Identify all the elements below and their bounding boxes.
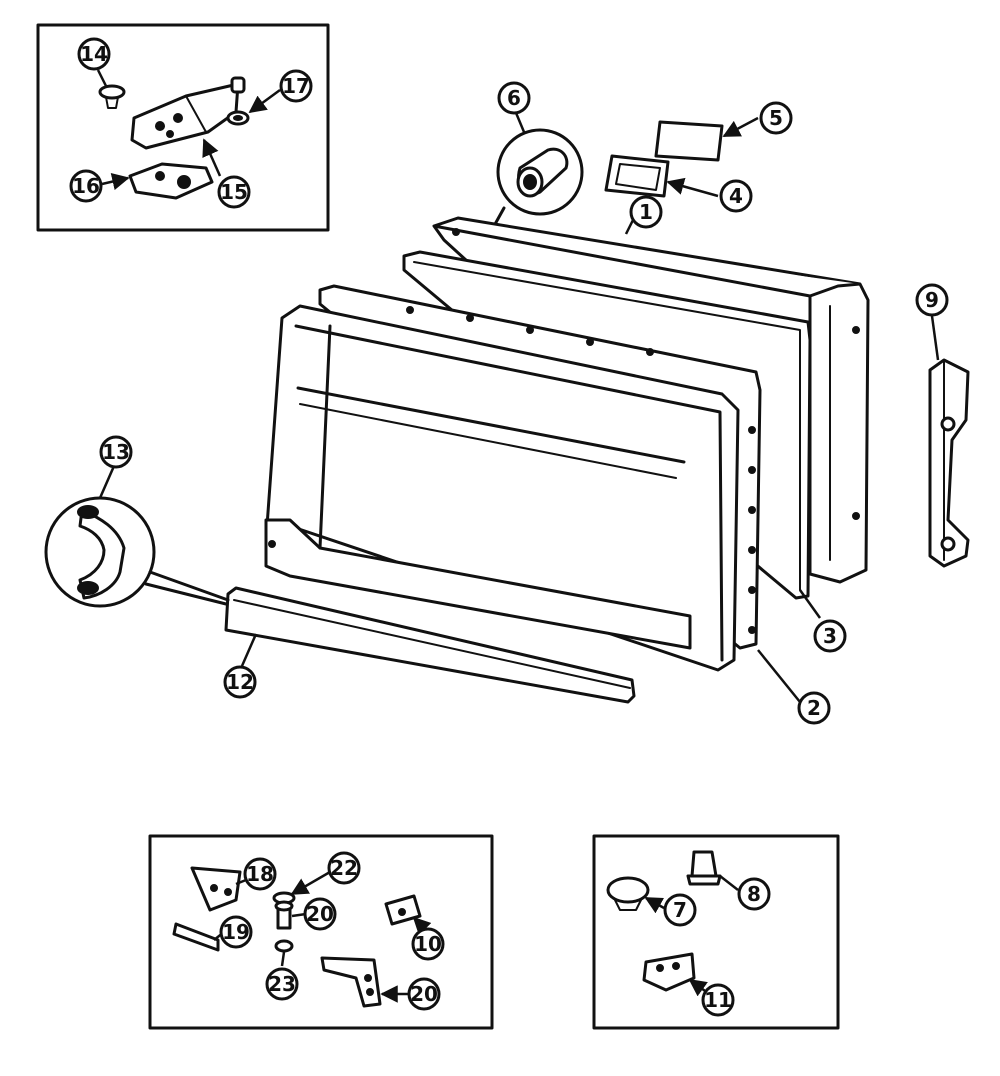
callout-7: 7	[663, 893, 697, 927]
part-lens-4	[604, 154, 719, 198]
callout-8: 8	[737, 877, 771, 911]
callout-1: 1	[629, 195, 663, 229]
part-plug-7	[606, 876, 650, 911]
callout-17: 17	[279, 69, 313, 103]
part-hinge-15	[130, 76, 246, 150]
svg-text:19: 19	[222, 920, 250, 944]
part-screw-14	[98, 84, 126, 109]
part-hinge-20b	[320, 956, 382, 1008]
part-shelf-end-13	[44, 465, 230, 608]
callout-18: 18	[243, 857, 277, 891]
svg-text:1: 1	[639, 200, 653, 224]
svg-text:16: 16	[72, 174, 100, 198]
part-cam-6	[492, 107, 584, 228]
part-cover-11	[642, 952, 696, 992]
callout-3: 3	[813, 619, 847, 653]
part-washer-17	[226, 110, 250, 126]
callout-10: 10	[411, 927, 445, 961]
part-cover-5	[654, 116, 759, 162]
callout-6: 6	[497, 81, 531, 115]
svg-text:20: 20	[410, 982, 438, 1006]
svg-text:2: 2	[807, 696, 821, 720]
callout-9: 9	[915, 283, 949, 317]
callout-20b: 20	[407, 977, 441, 1011]
svg-text:9: 9	[925, 288, 939, 312]
callout-19: 19	[219, 915, 253, 949]
part-bracket-10	[384, 894, 422, 926]
svg-text:15: 15	[220, 180, 248, 204]
svg-text:22: 22	[330, 856, 358, 880]
inset-bottom-left	[148, 834, 494, 1030]
part-clip-19	[172, 922, 220, 952]
door-liner-tub	[264, 304, 740, 672]
part-bracket-18	[190, 866, 242, 912]
svg-text:8: 8	[747, 882, 761, 906]
svg-text:10: 10	[414, 932, 442, 956]
svg-text:13: 13	[102, 440, 130, 464]
part-handle-9	[928, 315, 970, 568]
inset-top-hinge	[36, 23, 330, 232]
svg-text:7: 7	[673, 898, 687, 922]
svg-text:18: 18	[246, 862, 274, 886]
callout-13: 13	[99, 435, 133, 469]
svg-text:20: 20	[306, 902, 334, 926]
callout-20a: 20	[303, 897, 337, 931]
svg-text:12: 12	[226, 670, 254, 694]
callout-12: 12	[223, 665, 257, 699]
callout-5: 5	[759, 101, 793, 135]
part-shelf-bar-12	[224, 586, 636, 704]
svg-text:11: 11	[704, 988, 732, 1012]
svg-text:23: 23	[268, 972, 296, 996]
callout-23: 23	[265, 967, 299, 1001]
part-shim-16	[128, 162, 214, 200]
svg-text:4: 4	[729, 184, 743, 208]
svg-text:3: 3	[823, 624, 837, 648]
callout-15: 15	[217, 175, 251, 209]
callout-16: 16	[69, 169, 103, 203]
part-pin-20a	[274, 900, 294, 930]
svg-text:14: 14	[80, 42, 108, 66]
svg-text:5: 5	[769, 106, 783, 130]
callout-4: 4	[719, 179, 753, 213]
callout-11: 11	[701, 983, 735, 1017]
part-washer-23	[274, 939, 294, 953]
svg-text:17: 17	[282, 74, 310, 98]
callout-2: 2	[797, 691, 831, 725]
callout-22: 22	[327, 851, 361, 885]
svg-text:6: 6	[507, 86, 521, 110]
callout-14: 14	[77, 37, 111, 71]
part-screw-8	[686, 850, 722, 886]
